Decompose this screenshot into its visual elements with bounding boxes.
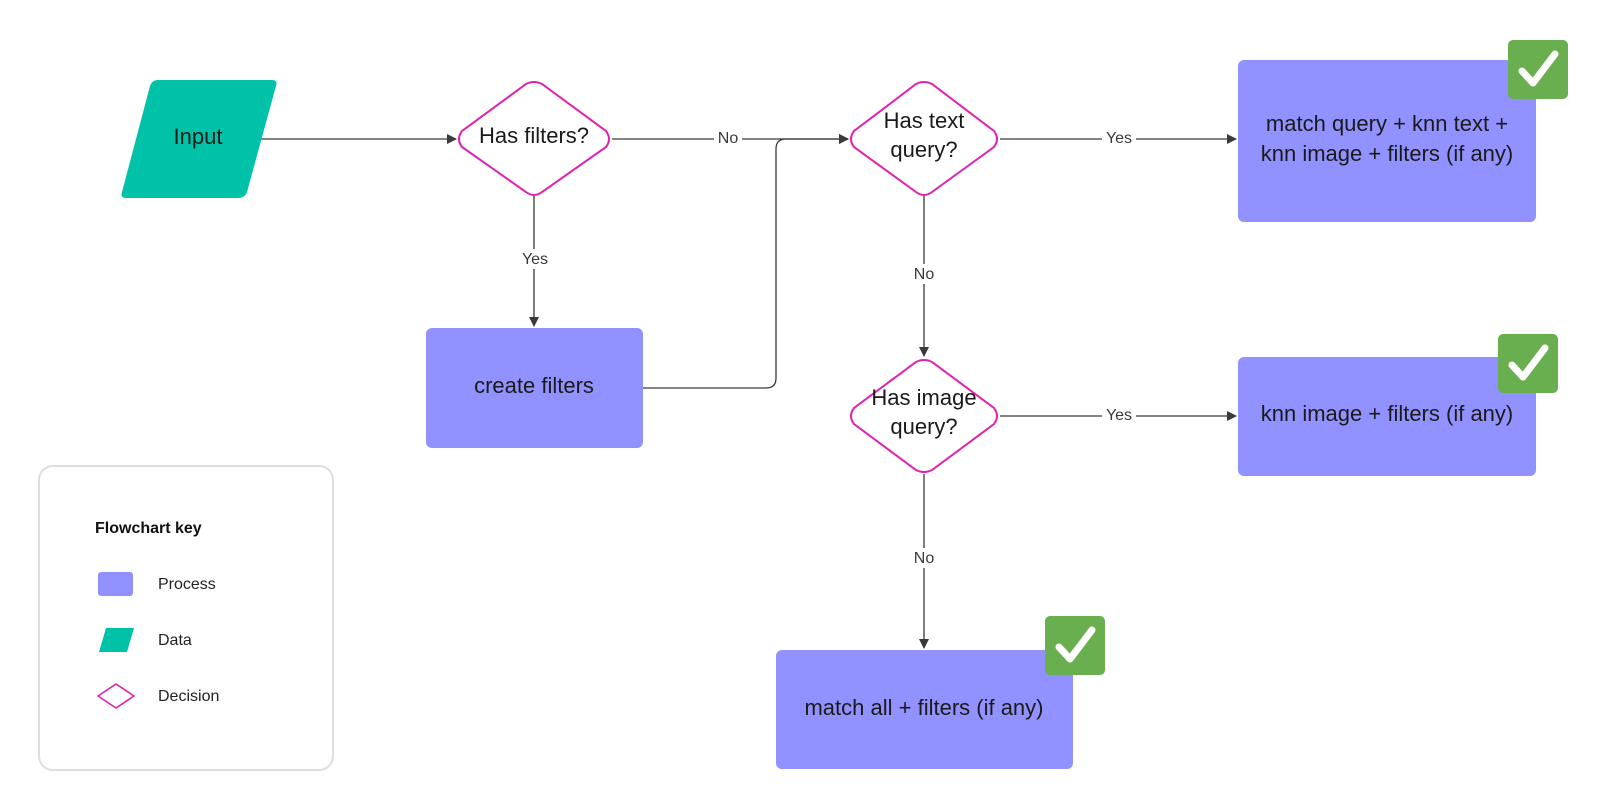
- node-has-text-query-line2: query?: [890, 137, 957, 162]
- node-has-filters-label: Has filters?: [479, 123, 589, 148]
- edge-label-image-yes: Yes: [1106, 407, 1132, 424]
- node-has-image-query[interactable]: Has image query?: [850, 359, 998, 473]
- key-title: Flowchart key: [95, 520, 202, 537]
- node-match-query-line2: knn image + filters (if any): [1261, 141, 1513, 166]
- node-has-image-query-line1: Has image: [871, 385, 976, 410]
- node-has-filters[interactable]: Has filters?: [458, 81, 610, 196]
- node-match-query[interactable]: [1238, 60, 1536, 222]
- key-data-swatch: [99, 628, 134, 652]
- node-input-label: Input: [174, 124, 223, 149]
- edge-label-text-yes: Yes: [1106, 130, 1132, 147]
- node-create-filters[interactable]: [426, 328, 643, 448]
- edges: [258, 134, 1237, 649]
- edge-label-text-no: No: [914, 266, 935, 283]
- edge-label-filters-yes: Yes: [522, 251, 548, 268]
- key-process-label: Process: [158, 576, 216, 593]
- key-data-label: Data: [158, 632, 192, 649]
- node-has-image-query-line2: query?: [890, 414, 957, 439]
- edge-label-image-no: No: [914, 550, 935, 567]
- node-has-text-query[interactable]: Has text query?: [850, 81, 998, 196]
- flowchart-key: Flowchart key Process Data Decision: [38, 465, 334, 771]
- key-process-swatch: [98, 572, 133, 596]
- edge-labels: No Yes Yes No Yes No: [518, 128, 1136, 568]
- node-match-all-label: match all + filters (if any): [804, 695, 1043, 720]
- edge-label-filters-no: No: [718, 130, 739, 147]
- key-decision-label: Decision: [158, 688, 219, 705]
- node-knn-image-label: knn image + filters (if any): [1261, 401, 1513, 426]
- node-has-text-query-line1: Has text: [884, 108, 965, 133]
- checkmark-icon: [1498, 334, 1558, 393]
- node-input[interactable]: Input: [121, 80, 277, 198]
- key-decision-swatch: [97, 683, 135, 709]
- checkmark-icon: [1508, 40, 1568, 99]
- edge-create-filters-to-has-text: [643, 134, 849, 389]
- checkmark-icon: [1045, 616, 1105, 675]
- node-match-query-line1: match query + knn text +: [1266, 111, 1508, 136]
- node-create-filters-label: create filters: [474, 373, 594, 398]
- node-knn-image[interactable]: [1238, 357, 1536, 476]
- node-match-all[interactable]: [776, 650, 1073, 769]
